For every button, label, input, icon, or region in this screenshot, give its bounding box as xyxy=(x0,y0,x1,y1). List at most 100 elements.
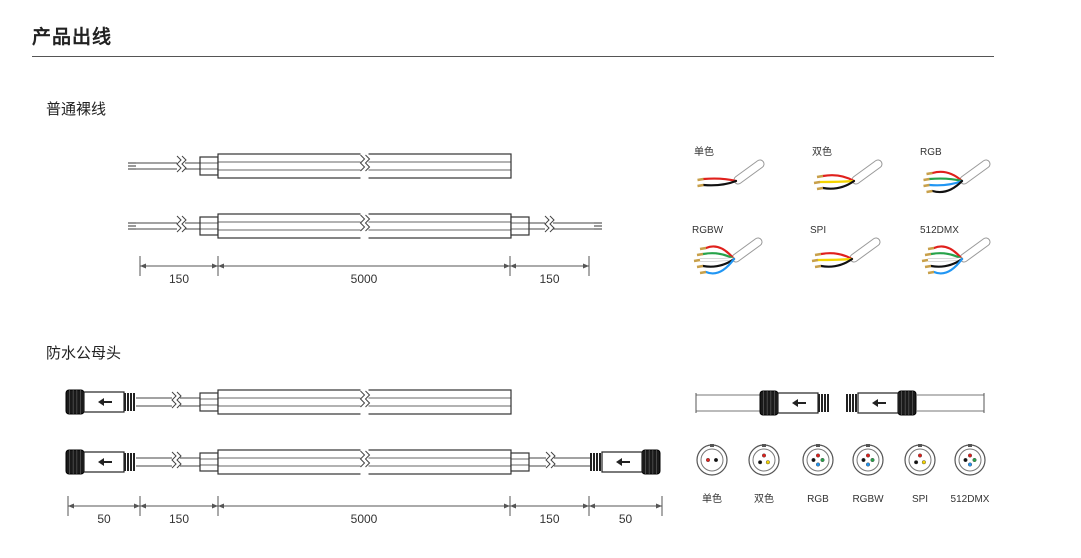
end-cap xyxy=(199,156,219,176)
break-mark xyxy=(171,391,177,409)
break-mark xyxy=(364,450,371,468)
dimension-arrow xyxy=(510,503,516,509)
face-inner xyxy=(752,448,776,472)
wire-tip xyxy=(811,258,819,263)
connector-rib xyxy=(599,453,601,471)
connector-rib xyxy=(593,453,595,471)
wire-tip xyxy=(813,180,821,185)
title-divider xyxy=(32,56,994,57)
wire-1 xyxy=(816,257,854,262)
face-pin xyxy=(861,458,866,463)
face-key xyxy=(968,444,972,447)
dimension-arrow xyxy=(134,503,140,509)
connector-face-5: 512DMX xyxy=(951,444,990,505)
wire-tip xyxy=(924,264,932,269)
wire-tip xyxy=(926,171,933,176)
wire-tip xyxy=(697,177,704,182)
connector-rib xyxy=(855,394,857,412)
face-pin xyxy=(963,458,968,463)
wire-tip xyxy=(816,186,824,191)
wire-tip xyxy=(926,189,933,194)
wire-0 xyxy=(931,170,964,183)
lead-gap xyxy=(177,160,185,172)
break-mark xyxy=(359,450,366,468)
wire-type-label: 单色 xyxy=(694,145,714,158)
connector-rib xyxy=(827,394,829,412)
face-pin xyxy=(914,460,919,465)
break-mark xyxy=(544,215,550,233)
connector-rib xyxy=(130,393,132,411)
wire-thumb-4: SPI xyxy=(810,225,881,269)
connector-arrow xyxy=(616,458,630,466)
face-pin xyxy=(918,453,923,458)
wire-3 xyxy=(931,179,964,194)
face-pin xyxy=(811,458,816,463)
connector-rib xyxy=(133,393,135,411)
sheath-fill xyxy=(960,160,990,184)
sheath-fill xyxy=(734,160,764,184)
end-cap xyxy=(510,216,530,236)
wire-type-label: RGB xyxy=(920,147,942,158)
connector-face-label: 单色 xyxy=(702,492,722,505)
connector-nut xyxy=(641,449,661,475)
break-mark xyxy=(359,390,366,408)
strip-gap xyxy=(360,153,369,179)
connector-arrow xyxy=(98,458,112,466)
dimension-label: 5000 xyxy=(351,512,378,526)
break-mark xyxy=(364,390,371,408)
break-mark xyxy=(181,215,187,233)
face-inner xyxy=(806,448,830,472)
connector-face-2: RGB xyxy=(802,444,834,505)
connector-face-0: 单色 xyxy=(696,444,728,505)
connector-rib xyxy=(821,394,823,412)
connector-face-label: RGBW xyxy=(852,494,884,505)
wire-2 xyxy=(819,257,854,268)
dimension-arrow xyxy=(218,503,224,509)
wire-2 xyxy=(698,257,736,262)
wire-tip xyxy=(927,270,935,275)
connector-rib xyxy=(130,453,132,471)
wire-tip xyxy=(927,246,935,251)
face-pin xyxy=(972,458,977,463)
break-mark xyxy=(550,451,556,469)
dimension-arrow xyxy=(504,263,510,269)
face-inner xyxy=(958,448,982,472)
face-pin xyxy=(968,453,973,458)
cable-gap xyxy=(172,395,180,409)
face-pin xyxy=(714,458,719,463)
wire-1 xyxy=(928,177,964,183)
strip-gap xyxy=(360,449,369,475)
wire-type-label: 512DMX xyxy=(920,225,959,236)
strip-gap xyxy=(360,389,369,415)
dimension-arrow xyxy=(583,263,589,269)
break-mark xyxy=(176,391,182,409)
wire-0 xyxy=(704,245,736,261)
wire-tip xyxy=(816,174,824,179)
wire-tip xyxy=(693,258,701,263)
wire-tip xyxy=(924,252,932,257)
lead-gap xyxy=(177,220,185,232)
face-pin xyxy=(706,458,711,463)
wire-type-label: 双色 xyxy=(812,145,832,158)
cable-gap xyxy=(546,455,554,469)
wire-tip xyxy=(696,252,704,257)
connector-face-label: 双色 xyxy=(754,492,774,505)
connector-rib xyxy=(127,393,129,411)
wire-tip xyxy=(697,183,704,188)
wire-tip xyxy=(923,177,930,182)
dimension-arrow xyxy=(218,263,224,269)
face-pin xyxy=(866,453,871,458)
dimension-arrow xyxy=(140,503,146,509)
face-pin xyxy=(866,462,871,467)
lead-gap xyxy=(545,220,553,232)
break-mark xyxy=(176,155,182,173)
end-cap xyxy=(199,392,219,412)
face-inner xyxy=(700,448,724,472)
wire-4 xyxy=(932,257,964,275)
break-mark xyxy=(176,215,182,233)
break-mark xyxy=(545,451,551,469)
connector-rib xyxy=(127,453,129,471)
